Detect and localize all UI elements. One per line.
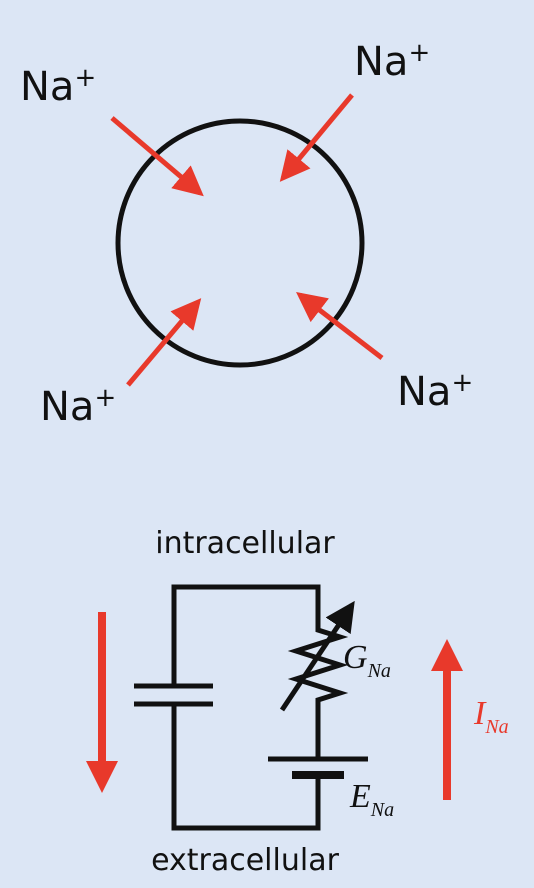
- variable-conductance: [279, 600, 355, 758]
- influx-arrow-top-right: [279, 93, 354, 182]
- capacitor-branch: [134, 584, 321, 831]
- influx-arrow-bottom-left: [126, 298, 202, 387]
- conductance-label: GNa: [343, 639, 391, 682]
- current-label: INa: [473, 695, 509, 738]
- cell-membrane: [115, 118, 365, 368]
- ion-label-top-right: Na+: [354, 38, 430, 85]
- influx-arrow-top-left: [110, 116, 204, 197]
- reversal-potential-label: ENa: [349, 778, 394, 821]
- variable-arrow: [279, 600, 355, 712]
- extracellular-label: extracellular: [151, 843, 340, 878]
- battery: [268, 756, 368, 785]
- ion-label-top-left: Na+: [20, 63, 96, 110]
- influx-arrow-bottom-right: [296, 291, 384, 360]
- ion-label-bottom-right: Na+: [397, 368, 473, 415]
- equivalent-circuit: intracellular extracellular GNa ENa: [86, 526, 509, 878]
- intracellular-label: intracellular: [155, 526, 335, 561]
- cell-diagram: Na+ Na+ Na+ Na+: [20, 38, 473, 430]
- ion-label-bottom-left: Na+: [40, 383, 116, 430]
